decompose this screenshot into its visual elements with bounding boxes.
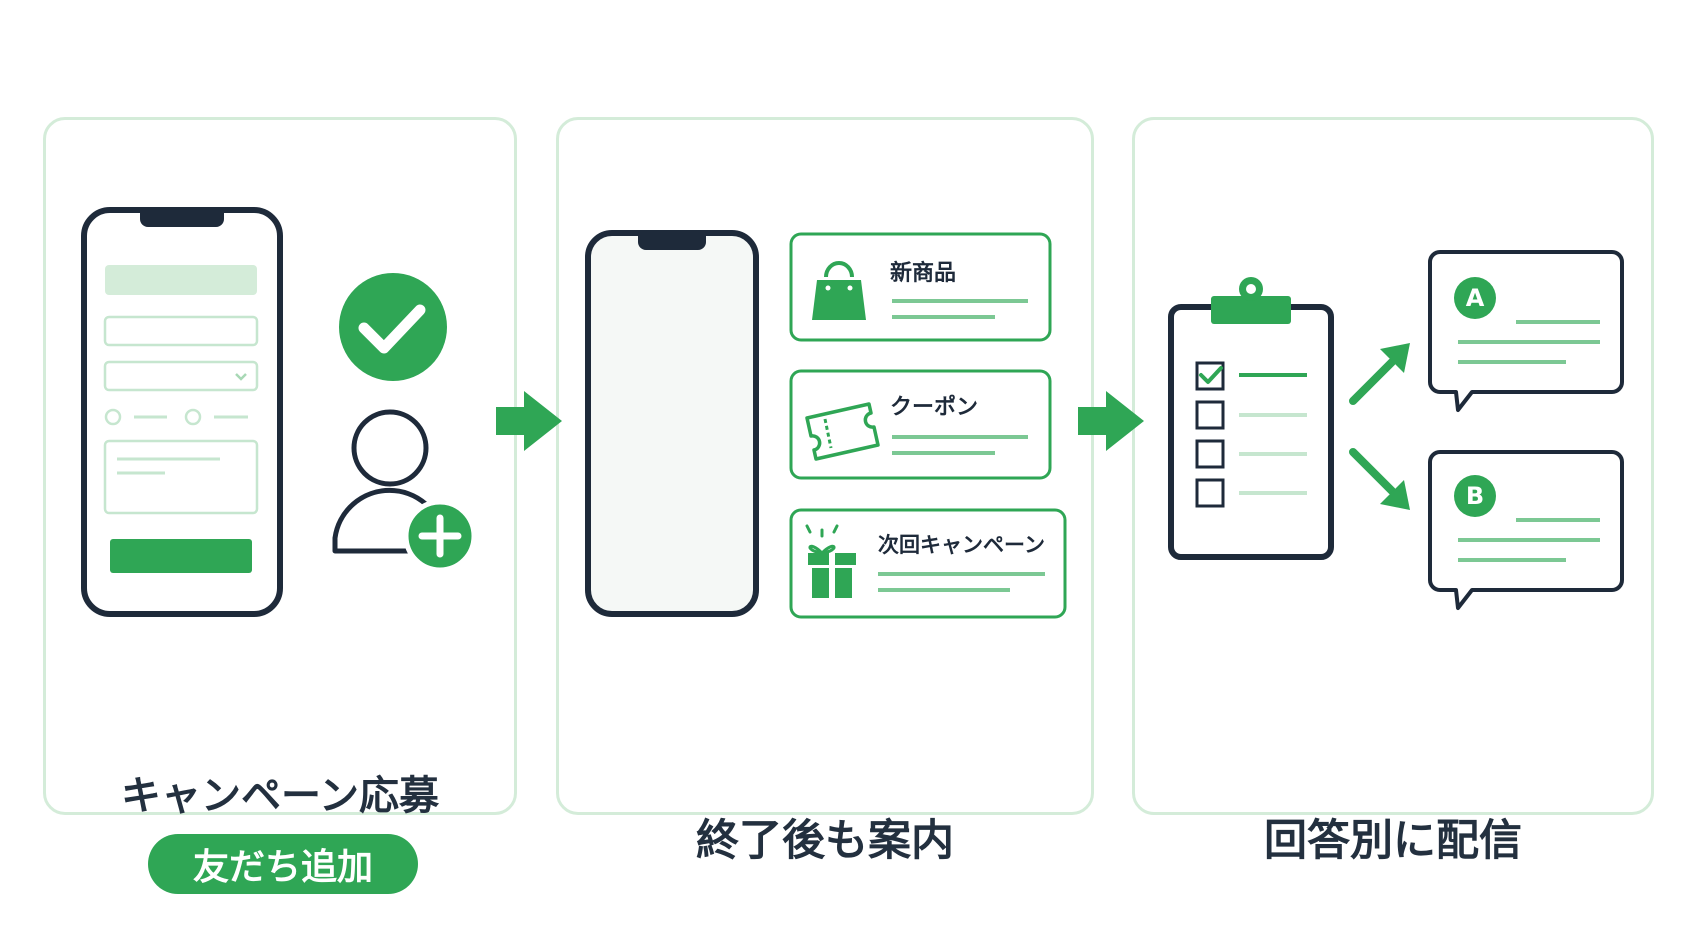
flow-arrow-icon: [496, 391, 562, 451]
smartphone-form-icon: [81, 207, 283, 617]
card-title-coupon: クーポン: [890, 395, 979, 420]
add-friend-badge: 友だち追加: [148, 834, 418, 894]
step-title: キャンペーン応募: [121, 773, 439, 819]
branch-arrow-icon: [1349, 343, 1410, 510]
clipboard-checklist-icon: [1168, 277, 1334, 560]
add-user-icon: [332, 409, 477, 573]
gift-icon: [805, 524, 856, 598]
flow-arrow-icon: [1078, 391, 1144, 451]
segment-badge-b: B: [1465, 482, 1485, 510]
card-title-new-product: 新商品: [890, 261, 957, 286]
message-card-next-campaign: [789, 508, 1067, 619]
shopping-bag-icon: [812, 261, 866, 320]
ticket-icon: [805, 402, 880, 461]
step-title: 終了後も案内: [696, 816, 954, 866]
speech-bubble-icon: [1428, 250, 1624, 412]
smartphone-icon: [585, 230, 759, 617]
check-circle-icon: [339, 273, 447, 381]
speech-bubble-icon: [1428, 450, 1624, 610]
segment-badge-a: A: [1465, 284, 1485, 312]
card-title-next-campaign: 次回キャンペーン: [878, 533, 1045, 557]
step-title: 回答別に配信: [1264, 816, 1522, 866]
